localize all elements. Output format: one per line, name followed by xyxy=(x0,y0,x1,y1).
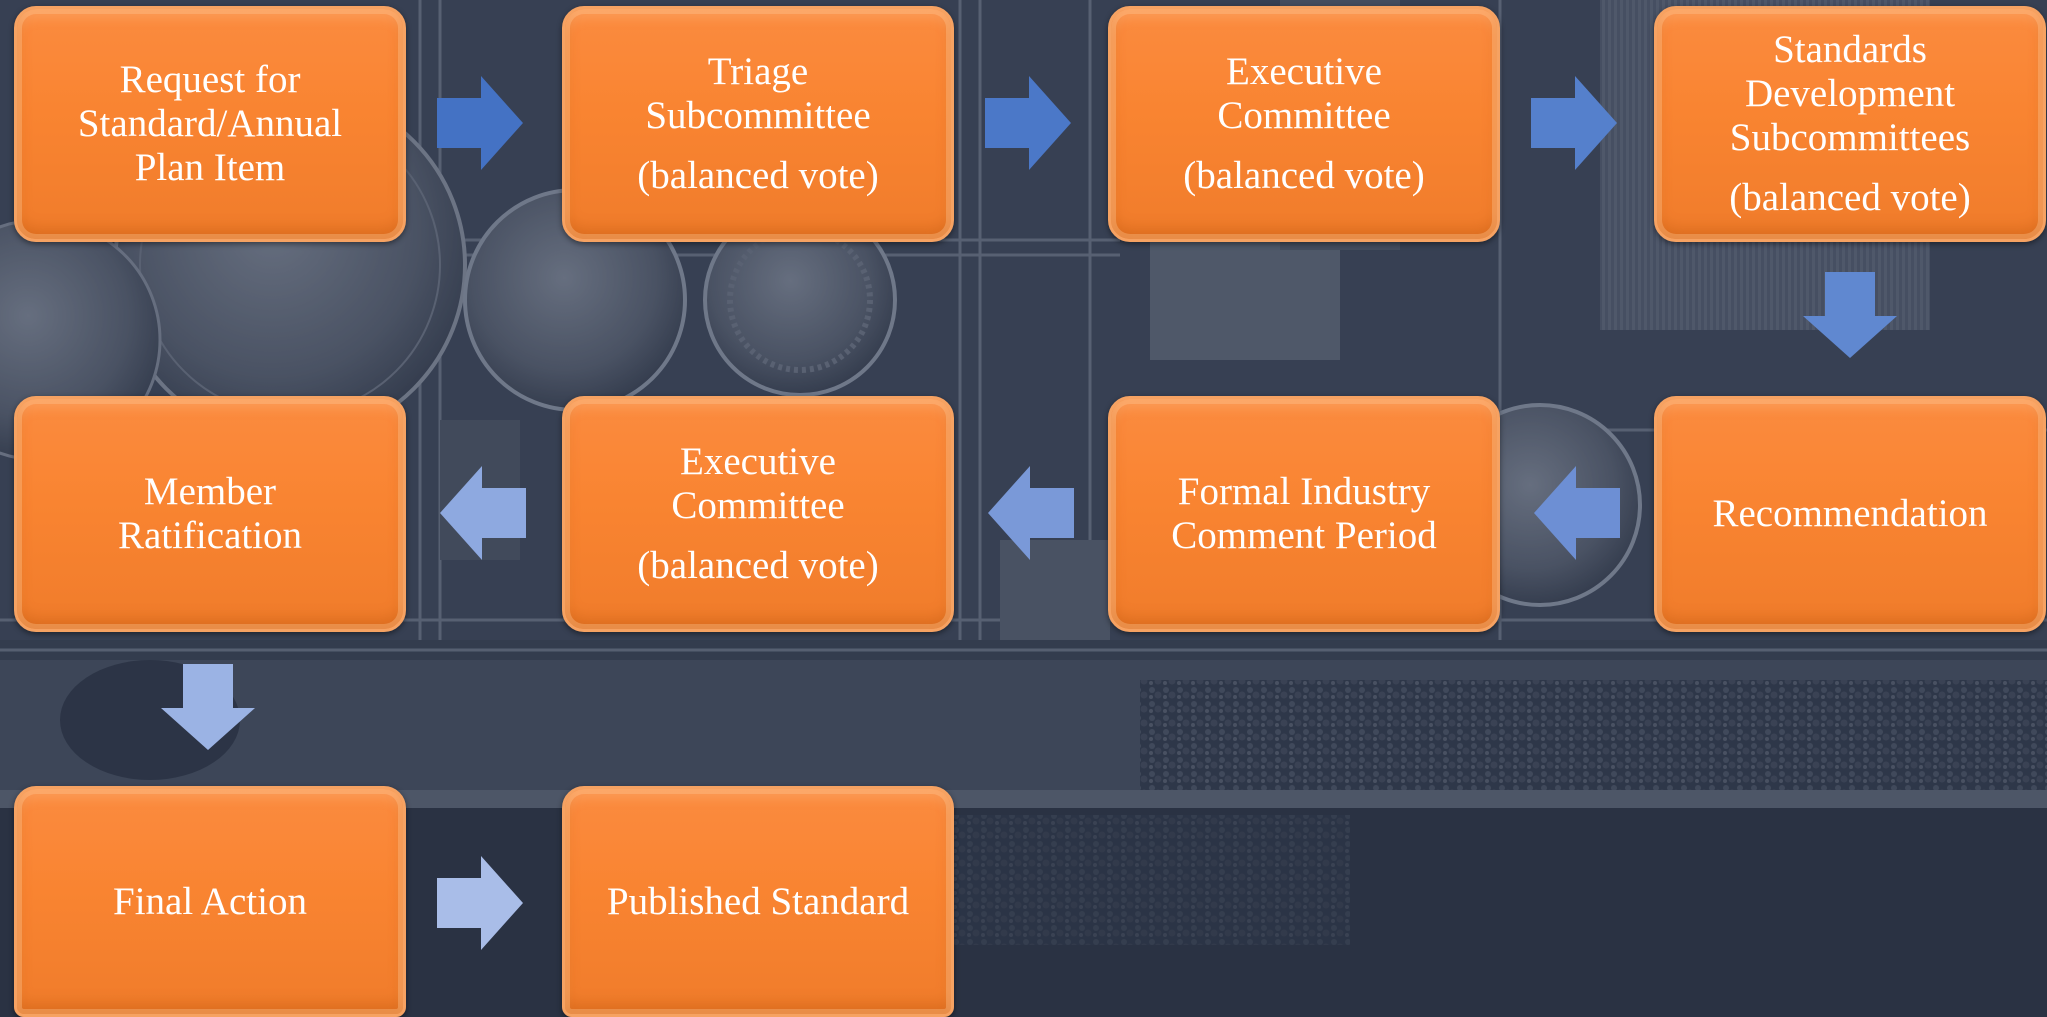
step-triage-subcommittee: Triage Subcommittee (balanced vote) xyxy=(562,6,954,242)
step-final-action-label: Final Action xyxy=(113,879,307,923)
step-standards-development-subcommittees: Standards Development Subcommittees (bal… xyxy=(1654,6,2046,242)
step-executive-committee-2: Executive Committee (balanced vote) xyxy=(562,396,954,632)
step-request-for-standard: Request for Standard/Annual Plan Item xyxy=(14,6,406,242)
step-executive-committee-2-label: Executive Committee xyxy=(671,440,845,527)
arrow-down-icon xyxy=(1803,272,1897,358)
arrow-right-icon xyxy=(437,856,523,950)
step-member-ratification: Member Ratification xyxy=(14,396,406,632)
arrow-down-icon xyxy=(161,664,255,750)
step-executive-committee-1-vote: (balanced vote) xyxy=(1183,154,1425,197)
step-request-for-standard-label: Request for Standard/Annual Plan Item xyxy=(77,58,343,189)
step-recommendation: Recommendation xyxy=(1654,396,2046,632)
arrow-left-icon xyxy=(1534,466,1620,560)
step-triage-subcommittee-vote: (balanced vote) xyxy=(637,154,879,197)
step-executive-committee-1: Executive Committee (balanced vote) xyxy=(1108,6,1500,242)
step-final-action: Final Action xyxy=(14,786,406,1017)
arrow-right-icon xyxy=(437,76,523,170)
step-published-standard: Published Standard xyxy=(562,786,954,1017)
arrow-left-icon xyxy=(440,466,526,560)
step-recommendation-label: Recommendation xyxy=(1712,492,1988,535)
step-standards-development-subcommittees-label: Standards Development Subcommittees xyxy=(1729,28,1971,159)
arrow-right-icon xyxy=(985,76,1071,170)
step-executive-committee-1-label: Executive Committee xyxy=(1217,50,1391,137)
step-formal-industry-comment-period: Formal Industry Comment Period xyxy=(1108,396,1500,632)
step-published-standard-label: Published Standard xyxy=(606,879,910,923)
step-executive-committee-2-vote: (balanced vote) xyxy=(637,544,879,587)
step-standards-development-subcommittees-vote: (balanced vote) xyxy=(1729,176,1971,219)
arrow-left-icon xyxy=(988,466,1074,560)
step-triage-subcommittee-label: Triage Subcommittee xyxy=(645,50,871,137)
arrow-right-icon xyxy=(1531,76,1617,170)
step-member-ratification-label: Member Ratification xyxy=(117,470,303,557)
step-formal-industry-comment-period-label: Formal Industry Comment Period xyxy=(1171,470,1437,557)
